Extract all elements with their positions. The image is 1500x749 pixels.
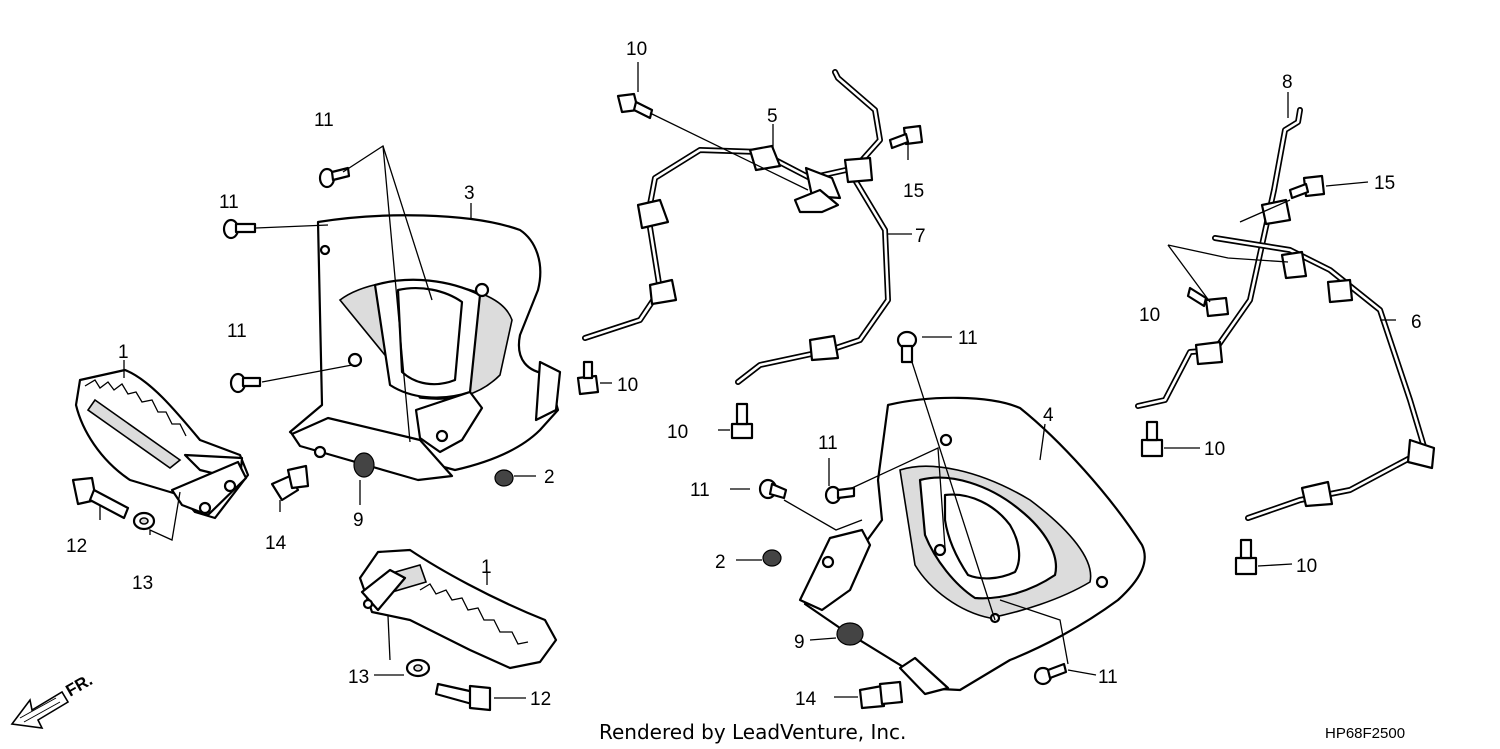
cap-2-right xyxy=(762,549,782,567)
bolt-11-low xyxy=(229,372,262,394)
arrow-icon xyxy=(10,690,70,729)
bolt-15-center xyxy=(888,124,924,150)
bolt-10-mid xyxy=(576,360,600,396)
callout-11-center-a: 11 xyxy=(690,480,710,501)
callout-10-top: 10 xyxy=(626,39,647,60)
callout-11-mid: 11 xyxy=(219,192,239,213)
callout-7: 7 xyxy=(915,226,926,247)
washer-13-left xyxy=(132,511,156,531)
callout-1-bottom: 1 xyxy=(481,557,492,578)
callouts: 1 1 2 2 3 4 5 6 7 8 9 9 10 10 10 10 10 1… xyxy=(66,39,1422,710)
render-credit: Rendered by LeadVenture, Inc. xyxy=(599,720,906,744)
callout-1-left: 1 xyxy=(118,342,129,363)
callout-12-bottom: 12 xyxy=(530,689,551,710)
step-guard-right xyxy=(798,396,1146,696)
washer-13-bottom xyxy=(405,658,431,678)
bolt-12-bottom xyxy=(434,682,492,712)
nut-9-left xyxy=(353,452,375,478)
callout-11-top: 11 xyxy=(314,110,334,131)
callout-9-right: 9 xyxy=(794,632,805,653)
bolt-11-center xyxy=(896,330,918,364)
callout-11-low: 11 xyxy=(227,321,247,342)
bolt-10-right-a xyxy=(1186,286,1230,318)
callout-10-right-a: 10 xyxy=(1139,305,1160,326)
bolt-11-bottom-right xyxy=(1033,662,1068,686)
callout-15-right: 15 xyxy=(1374,173,1395,194)
callout-9-left: 9 xyxy=(353,510,364,531)
callout-5: 5 xyxy=(767,106,778,127)
callout-12-left: 12 xyxy=(66,536,87,557)
callout-10-right-c: 10 xyxy=(1296,556,1317,577)
callout-13-bottom: 13 xyxy=(348,667,369,688)
callout-11-center-b: 11 xyxy=(818,433,838,454)
direction-label: FR. xyxy=(63,670,96,700)
fasteners xyxy=(71,92,1326,712)
callout-2-right: 2 xyxy=(715,552,726,573)
bolt-10-right-c xyxy=(1234,538,1258,576)
bolt-10-right-b xyxy=(1140,420,1164,458)
bolt-11-center-b xyxy=(824,485,856,505)
diagram-code: HP68F2500 xyxy=(1325,725,1405,742)
bolt-10-top xyxy=(616,92,654,120)
callout-10-mid: 10 xyxy=(617,375,638,396)
callout-10-low: 10 xyxy=(667,422,688,443)
nut-9-right xyxy=(836,622,864,646)
callout-8: 8 xyxy=(1282,72,1293,93)
wire-harness-center xyxy=(582,69,891,385)
bolt-10-low xyxy=(730,402,754,440)
callout-10-right-b: 10 xyxy=(1204,439,1225,460)
callout-2-left: 2 xyxy=(544,467,555,488)
callout-4: 4 xyxy=(1043,405,1054,426)
callout-15-center: 15 xyxy=(903,181,924,202)
callout-3: 3 xyxy=(464,183,475,204)
callout-13-left: 13 xyxy=(132,573,153,594)
footpeg-bottom xyxy=(358,548,558,670)
bolt-11-center-a xyxy=(758,478,788,500)
footpeg-left xyxy=(74,368,250,520)
cap-2-left xyxy=(494,469,514,487)
wire-harness-right xyxy=(1135,107,1436,521)
bolt-12-left xyxy=(71,476,130,520)
step-guard-left xyxy=(288,214,562,482)
clip-14-left xyxy=(270,464,310,502)
bolt-15-right xyxy=(1288,174,1326,200)
clip-14-right xyxy=(858,680,904,710)
callout-14-right: 14 xyxy=(795,689,817,710)
front-direction-indicator: FR. xyxy=(10,670,96,729)
leader-lines xyxy=(99,62,1396,699)
bolt-11-mid xyxy=(222,218,257,240)
callout-11-bottom-right: 11 xyxy=(1098,667,1118,688)
callout-11-center: 11 xyxy=(958,328,978,349)
callout-6: 6 xyxy=(1411,312,1422,333)
callout-14-left: 14 xyxy=(265,533,287,554)
